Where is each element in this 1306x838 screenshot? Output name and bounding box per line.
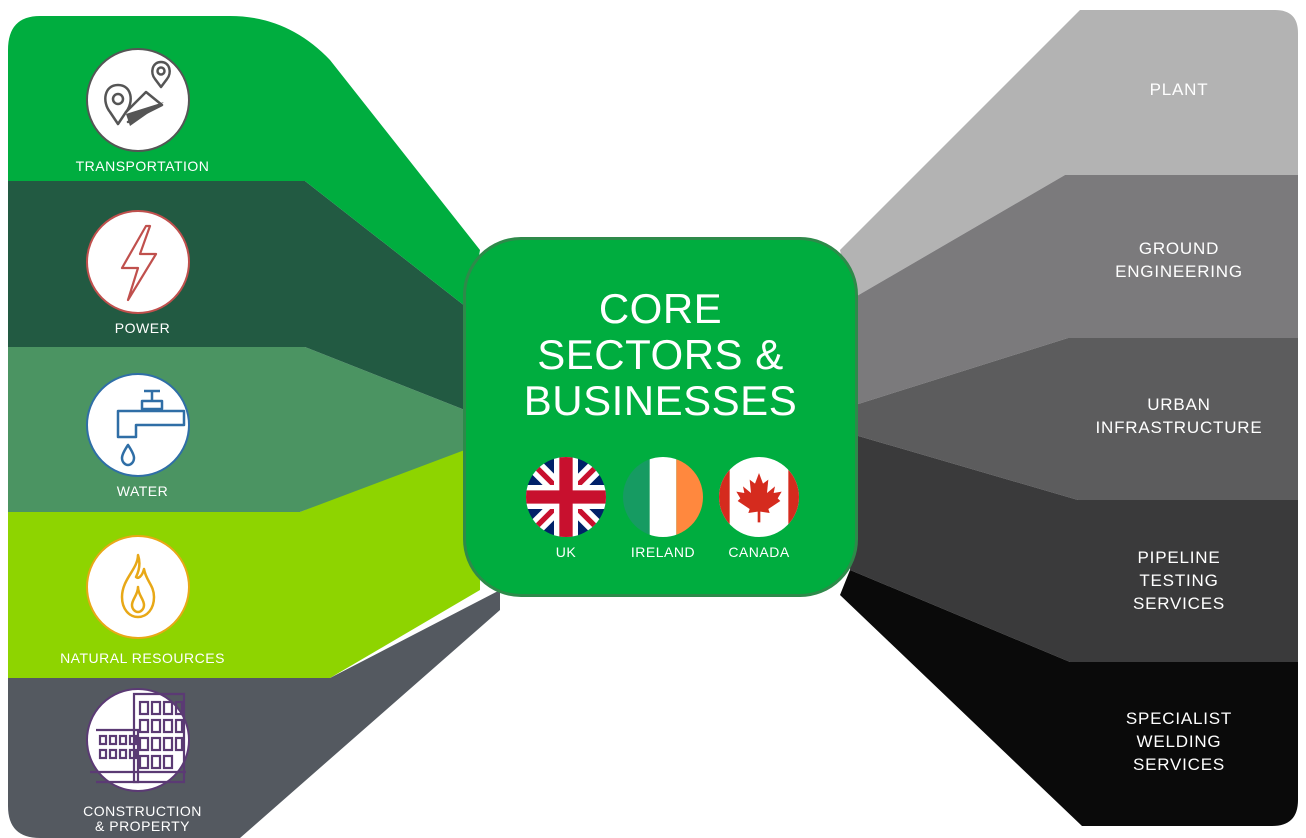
band-urban-infrastructure <box>855 338 1298 500</box>
core-title: CORE SECTORS & BUSINESSES <box>466 286 855 424</box>
lightning-bolt-icon <box>86 210 190 314</box>
sector-label-power: POWER <box>114 320 171 336</box>
business-label-urban-infrastructure: URBAN INFRASTRUCTURE <box>1054 393 1304 439</box>
uk-flag <box>526 457 606 537</box>
sector-label-construction: CONSTRUCTION & PROPERTY <box>20 804 265 834</box>
business-label-specialist-welding: SPECIALIST WELDING SERVICES <box>1054 707 1304 776</box>
band-plant <box>840 10 1298 300</box>
country-label-ireland: IRELAND <box>630 544 696 560</box>
business-label-ground-engineering-line-2: ENGINEERING <box>1115 262 1243 281</box>
sector-label-natural-resources: NATURAL RESOURCES <box>60 650 225 666</box>
country-label-uk: UK <box>555 544 577 560</box>
business-label-urban-infrastructure-line-1: URBAN <box>1147 395 1211 414</box>
flame-icon <box>86 535 190 639</box>
sector-label-construction-line-1: CONSTRUCTION <box>83 803 202 819</box>
country-label-canada: CANADA <box>728 544 790 560</box>
business-label-plant-line-1: PLANT <box>1149 80 1209 99</box>
business-label-urban-infrastructure-line-2: INFRASTRUCTURE <box>1095 418 1263 437</box>
map-route-icon <box>86 48 190 152</box>
business-label-pipeline-testing-line-2: TESTING <box>1139 571 1219 590</box>
band-pipeline-testing <box>850 435 1298 662</box>
business-label-specialist-welding-line-1: SPECIALIST <box>1125 709 1233 728</box>
business-label-specialist-welding-line-3: SERVICES <box>1132 755 1226 774</box>
sector-label-transportation: TRANSPORTATION <box>75 158 210 174</box>
business-label-specialist-welding-line-2: WELDING <box>1136 732 1222 751</box>
building-icon <box>86 688 190 792</box>
core-title-line-2: SECTORS & <box>537 331 784 378</box>
water-tap-icon <box>86 373 190 477</box>
business-label-ground-engineering-line-1: GROUND <box>1138 239 1220 258</box>
sector-label-construction-line-2: & PROPERTY <box>95 818 190 834</box>
sector-label-water: WATER <box>116 483 169 499</box>
business-label-pipeline-testing-line-3: SERVICES <box>1132 594 1226 613</box>
band-specialist-welding <box>840 570 1298 826</box>
ireland-flag <box>623 457 703 537</box>
business-label-pipeline-testing-line-1: PIPELINE <box>1137 548 1221 567</box>
band-ground-engineering <box>850 175 1298 405</box>
core-title-line-1: CORE <box>598 285 723 332</box>
core-title-line-3: BUSINESSES <box>523 377 798 424</box>
business-label-ground-engineering: GROUND ENGINEERING <box>1054 237 1304 283</box>
business-label-pipeline-testing: PIPELINE TESTING SERVICES <box>1054 546 1304 615</box>
business-label-plant: PLANT <box>1054 78 1304 101</box>
canada-flag <box>719 457 799 537</box>
core-sectors-box: CORE SECTORS & BUSINESSES <box>463 237 858 597</box>
